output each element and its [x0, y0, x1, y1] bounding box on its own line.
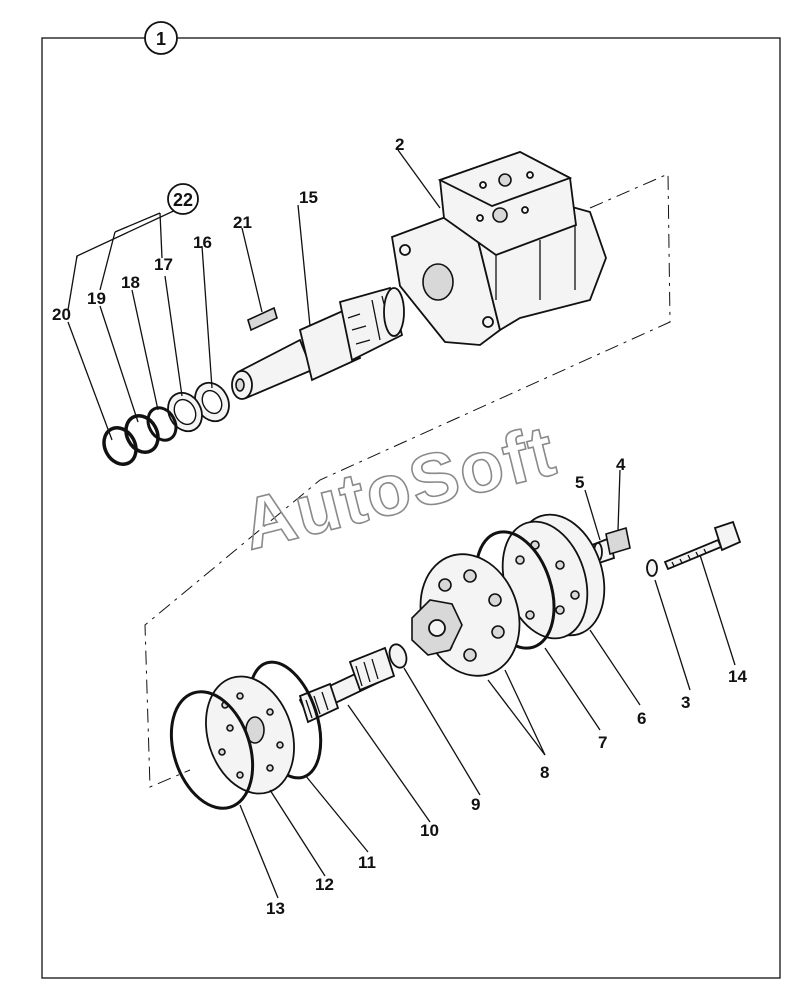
callout-12: 12 — [315, 875, 334, 894]
callout-14: 14 — [728, 667, 747, 686]
callout-18: 18 — [121, 273, 140, 292]
callout-20: 20 — [52, 305, 71, 324]
callout-7: 7 — [598, 733, 607, 752]
bolt-part — [663, 520, 742, 571]
callout-6: 6 — [637, 709, 646, 728]
callout-16: 16 — [193, 233, 212, 252]
callout-labels: 2 15 21 22 16 17 18 19 20 4 5 3 14 6 7 8… — [52, 135, 747, 918]
callout-21: 21 — [233, 213, 252, 232]
callout-13: 13 — [266, 899, 285, 918]
assembly-axis-line — [144, 173, 671, 788]
gerotor-set-part — [411, 553, 521, 677]
leader-lines — [67, 149, 736, 899]
seal-ring-set — [102, 381, 230, 466]
callout-19: 19 — [87, 289, 106, 308]
drawing-frame — [41, 37, 781, 979]
callout-2: 2 — [395, 135, 404, 154]
callout-5: 5 — [575, 473, 584, 492]
callout-3: 3 — [681, 693, 690, 712]
callout-22: 22 — [173, 190, 193, 210]
callout-9: 9 — [471, 795, 480, 814]
callout-11: 11 — [358, 853, 376, 872]
washer-part — [646, 559, 658, 577]
callout-10: 10 — [420, 821, 439, 840]
shaft-key-part — [247, 306, 278, 332]
callout-22-badge: 22 — [167, 183, 199, 215]
end-cover-part — [501, 513, 606, 640]
cardan-shaft-part — [298, 646, 396, 724]
callout-4: 4 — [616, 455, 626, 474]
o-ring-outer-part — [169, 690, 255, 810]
sheet-number-badge: 1 — [144, 21, 178, 55]
callout-15: 15 — [299, 188, 318, 207]
callout-8: 8 — [540, 763, 549, 782]
drive-shaft-part — [231, 286, 405, 400]
motor-housing-part — [390, 151, 607, 346]
spacer-part — [388, 643, 408, 669]
callout-17: 17 — [154, 255, 173, 274]
sheet-number-text: 1 — [156, 29, 166, 49]
